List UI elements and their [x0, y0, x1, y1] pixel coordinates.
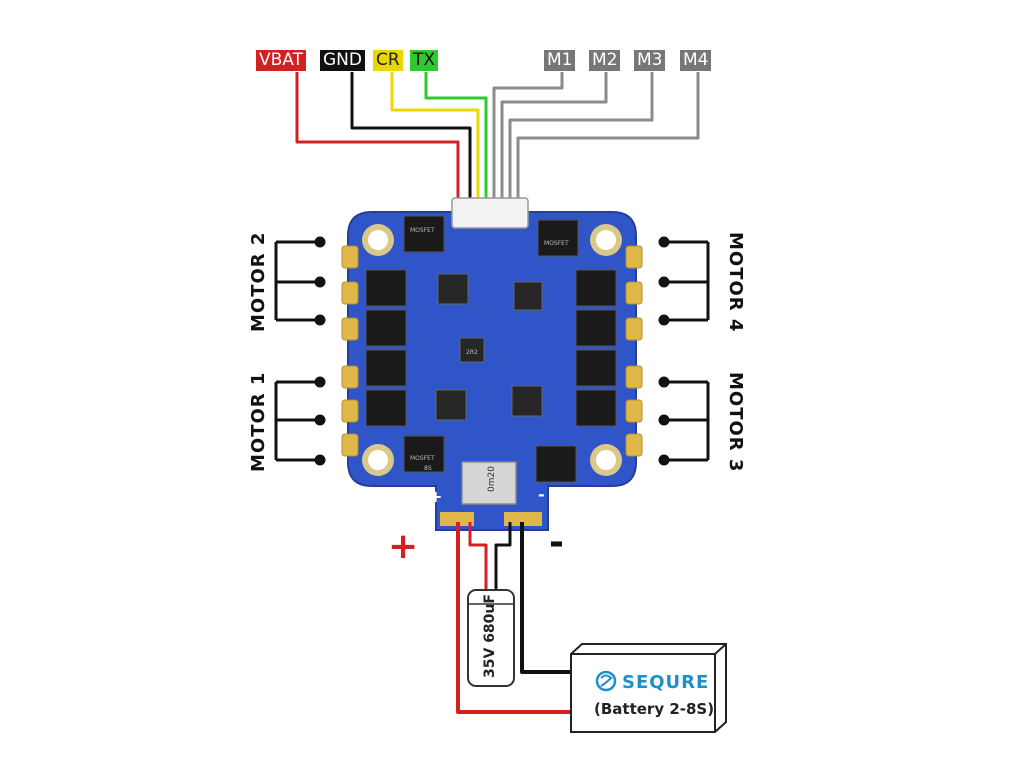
m2-label: M2 [589, 50, 621, 71]
motor-pads [341, 245, 643, 457]
capacitor [467, 589, 515, 687]
esc-board: MOSFET MOSFET MOSFET 8S 2R2 0m20 + - [341, 197, 643, 531]
cr-wire [390, 72, 480, 200]
motor3-bracket [658, 376, 710, 466]
battery-negative-wire [520, 522, 574, 674]
tx-label: TX [410, 50, 439, 71]
pad-minus-marker: - [538, 485, 545, 504]
m1-wire [492, 72, 564, 200]
m3-label: M3 [634, 50, 666, 71]
gnd-label: GND [320, 50, 365, 71]
vbat-label: VBAT [256, 50, 306, 71]
power-wires [456, 522, 574, 714]
battery-brand: SEQURE [622, 672, 710, 693]
negative-sign: - [549, 522, 564, 563]
motor2-label: MOTOR 2 [248, 231, 269, 332]
shunt-text: 0m20 [487, 466, 497, 492]
mosfet-text: MOSFET [544, 240, 569, 247]
mosfet-text: MOSFET [410, 227, 435, 234]
motor4-label: MOTOR 4 [725, 232, 746, 333]
m4-wire [516, 72, 700, 200]
battery-label: (Battery 2-8S) [594, 700, 715, 718]
mosfet-text: MOSFET [410, 455, 435, 462]
power-pad-negative [504, 512, 542, 526]
battery-logo-icon [595, 670, 617, 692]
motor2-bracket [274, 236, 326, 326]
battery-pack [570, 643, 727, 733]
vbat-wire [295, 72, 460, 200]
capacitor-positive-lead [468, 522, 488, 592]
ic-chips [435, 273, 543, 421]
mosfet-8s-text: 8S [424, 465, 432, 472]
battery-positive-wire [456, 522, 574, 714]
tx-wire [424, 72, 488, 200]
m4-label: M4 [680, 50, 712, 71]
positive-sign: + [388, 526, 419, 567]
mounting-holes [362, 224, 622, 476]
m1-label: M1 [544, 50, 576, 71]
motor-brackets [274, 236, 710, 466]
motor4-bracket [658, 236, 710, 326]
shunt-resistor [461, 461, 517, 505]
cr-label: CR [373, 50, 403, 71]
mosfets [365, 215, 617, 483]
signal-connector [451, 197, 529, 229]
motor1-bracket [274, 376, 326, 466]
gnd-wire [350, 72, 472, 200]
inductor-text: 2R2 [466, 349, 478, 356]
m2-wire [500, 72, 608, 200]
m3-wire [508, 72, 654, 200]
power-pad-positive [440, 512, 474, 526]
capacitor-label: 35V 680uF [482, 594, 498, 678]
motor3-label: MOTOR 3 [725, 372, 746, 473]
pad-plus-marker: + [429, 487, 442, 506]
chip-text: MOSFET MOSFET MOSFET 8S 2R2 [410, 227, 569, 472]
motor1-label: MOTOR 1 [248, 371, 269, 472]
signal-wires [295, 72, 700, 200]
capacitor-negative-lead [494, 522, 512, 592]
